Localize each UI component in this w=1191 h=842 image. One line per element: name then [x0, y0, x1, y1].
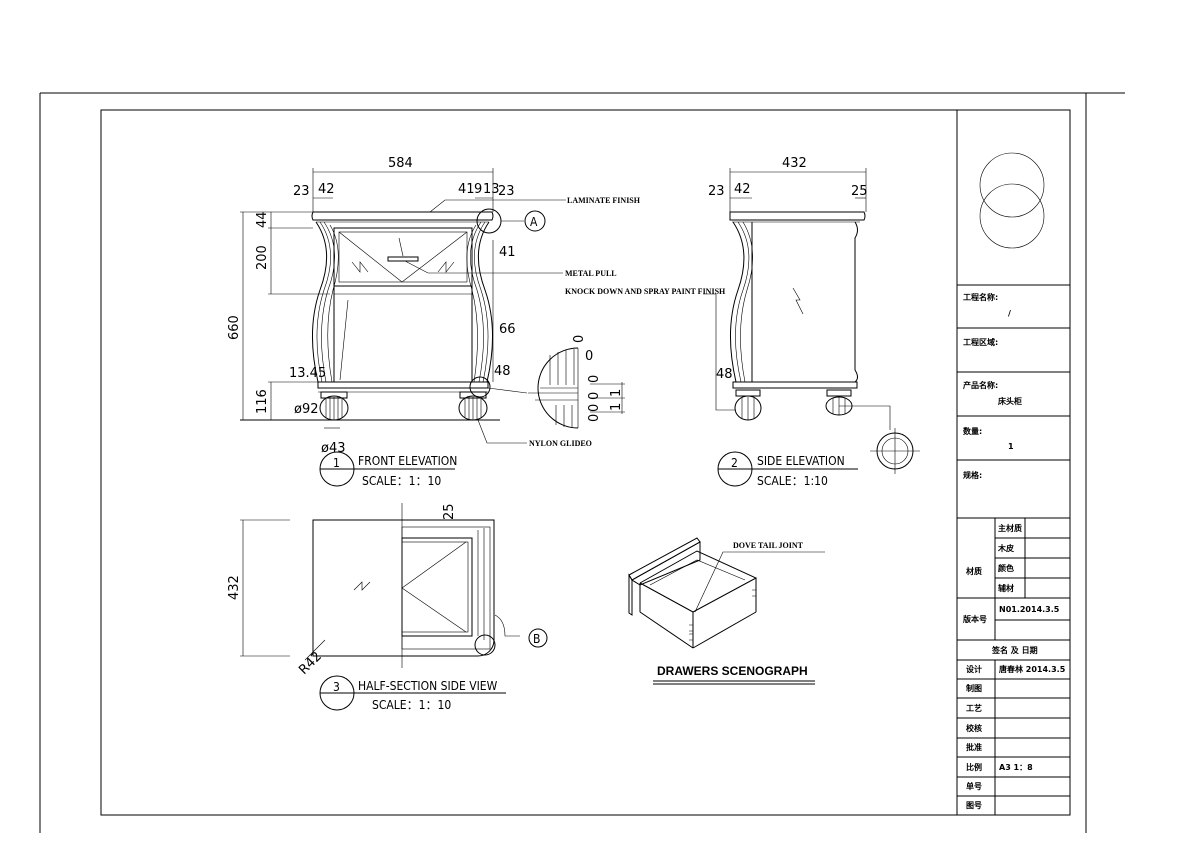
section-dim-25: 25	[442, 503, 457, 520]
view-number-2: 2	[731, 456, 738, 470]
spec-label: 规格:	[963, 470, 982, 480]
detail-a-marker: A	[530, 215, 538, 229]
side-dim-48: 48	[716, 367, 733, 382]
material-label: 材质	[966, 566, 982, 576]
title-block: 工程名称: / 工程区域: 产品名称: 床头柜 数量: 1 规格: 材质 主材质…	[956, 110, 1070, 815]
note-knock-down: KNOCK DOWN AND SPRAY PAINT FINISH	[565, 287, 726, 296]
detail-dim: 0	[587, 404, 602, 412]
dim-foot-base: ø43	[321, 441, 346, 456]
material-main: 主材质	[998, 523, 1022, 533]
dim-660: 660	[227, 315, 242, 340]
view-number-1: 1	[333, 456, 340, 470]
dim-d41: 41	[499, 245, 516, 260]
half-section-view: B 432 25 R42 3 HALF-SECTION SIDE VIEW SC…	[227, 503, 548, 712]
note-laminate-finish: LAMINATE FINISH	[567, 196, 641, 205]
view-title-front: FRONT ELEVATION	[358, 454, 457, 468]
detail-section-view: 0 0 0 1 1 0 0 0	[487, 335, 625, 429]
sheet-border	[39, 92, 1125, 833]
dim-foot-dia: ø92	[294, 402, 319, 417]
view-scale-half-section: SCALE：1：10	[372, 698, 451, 712]
detail-b-marker: B	[533, 632, 540, 646]
row-label-scale: 比例	[966, 762, 982, 772]
dim-23r: 23	[498, 184, 515, 199]
side-dim-42: 42	[734, 182, 751, 197]
project-name-value: /	[1008, 309, 1011, 318]
version-label: 版本号	[962, 614, 987, 624]
view-number-3: 3	[333, 680, 340, 694]
side-dim-25: 25	[851, 184, 868, 199]
row-label-drawing-no: 图号	[966, 801, 982, 810]
row-label-approve: 批准	[966, 742, 982, 752]
dim-width: 584	[388, 156, 413, 171]
dim-41: 41	[458, 182, 475, 197]
drawer-scenograph: DOVE TAIL JOINT DRAWERS SCENOGRAPH	[628, 537, 825, 685]
foot-left	[319, 391, 349, 421]
dim-200: 200	[255, 245, 270, 270]
side-dim-width: 432	[782, 156, 807, 171]
dim-9: 9	[474, 182, 482, 197]
sign-header: 签名 及 日期	[991, 645, 1038, 655]
product-name-value: 床头柜	[998, 396, 1022, 406]
project-name-label: 工程名称:	[963, 292, 998, 302]
project-area-label: 工程区域:	[963, 337, 998, 347]
detail-dim: 0	[585, 349, 593, 364]
material-color: 颜色	[998, 563, 1014, 573]
note-nylon-glide: NYLON GLIDEO	[529, 439, 592, 448]
detail-dim: 0	[587, 414, 602, 422]
view-scale-front: SCALE：1：10	[362, 474, 441, 488]
dim-13: 13	[483, 182, 500, 197]
dim-44: 44	[255, 211, 270, 228]
detail-dim: 0	[572, 335, 587, 343]
row-label-order: 单号	[966, 781, 982, 791]
section-dim-432: 432	[227, 575, 242, 600]
side-elevation: 432 23 42 25 48 2 SIDE ELEVATION SCALE：1…	[703, 156, 920, 488]
detail-dim: 1	[609, 403, 624, 411]
row-label-design: 设计	[966, 664, 982, 674]
note-dove-tail-joint: DOVE TAIL JOINT	[733, 541, 804, 550]
row-label-craft: 工艺	[966, 703, 982, 713]
dim-48: 48	[494, 364, 511, 379]
detail-dim: 0	[587, 375, 602, 383]
material-veneer: 木皮	[997, 543, 1014, 553]
row-label-check: 校核	[966, 723, 982, 733]
side-dim-23: 23	[708, 184, 725, 199]
view-scale-side: SCALE：1:10	[757, 474, 828, 488]
view-title-half-section: HALF-SECTION SIDE VIEW	[358, 679, 498, 693]
material-auxiliary: 辅材	[998, 583, 1014, 593]
version-value: N01.2014.3.5	[999, 605, 1060, 614]
quantity-label: 数量:	[963, 426, 982, 436]
row-value-design: 唐春林 2014.3.5	[999, 664, 1066, 674]
detail-dim: 0	[587, 392, 602, 400]
dim-66: 66	[499, 322, 516, 337]
dim-42: 42	[318, 182, 335, 197]
section-dim-r42: R42	[296, 649, 325, 678]
row-value-scale: A3 1：8	[999, 763, 1033, 772]
view-title-side: SIDE ELEVATION	[757, 454, 845, 468]
dim-23: 23	[293, 184, 310, 199]
note-metal-pull: METAL PULL	[565, 269, 617, 278]
product-name-label: 产品名称:	[963, 380, 998, 390]
dim-116: 116	[255, 389, 270, 414]
front-elevation: 584 23 42 41 9 13 23 44 200 660 116 41 6…	[227, 156, 726, 488]
dim-13-45: 13.45	[289, 366, 326, 381]
detail-dim: 1	[609, 389, 624, 397]
row-label-drawing: 制图	[966, 683, 982, 693]
quantity-value: 1	[1008, 442, 1014, 451]
drawer-title: DRAWERS SCENOGRAPH	[657, 664, 808, 678]
